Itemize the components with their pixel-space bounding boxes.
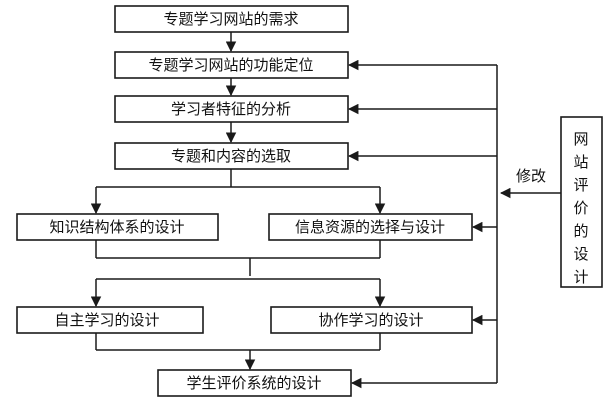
evaluation-char-5: 的	[573, 222, 588, 240]
box-topic-content-selection: 专题和内容的选取	[114, 142, 349, 170]
box-learner-analysis: 学习者特征的分析	[114, 95, 349, 123]
box-self-study-design-label: 自主学习的设计	[54, 311, 159, 329]
box-knowledge-structure-design-label: 知识结构体系的设计	[49, 218, 184, 236]
evaluation-char-7: 计	[573, 268, 588, 286]
feedback-loop	[347, 59, 561, 389]
evaluation-char-6: 设	[573, 245, 588, 263]
box-function-positioning-label: 专题学习网站的功能定位	[148, 56, 313, 74]
evaluation-char-1: 网	[573, 130, 588, 148]
box-student-evaluation-design-label: 学生评价系统的设计	[186, 374, 321, 392]
box-requirements-label: 专题学习网站的需求	[163, 10, 298, 28]
split-connector-lower	[90, 278, 386, 308]
evaluation-char-4: 价	[573, 199, 588, 217]
box-collaborative-study-design: 协作学习的设计	[270, 306, 473, 334]
box-student-evaluation-design: 学生评价系统的设计	[157, 369, 352, 397]
box-knowledge-structure-design: 知识结构体系的设计	[16, 213, 219, 241]
box-function-positioning: 专题学习网站的功能定位	[114, 51, 349, 79]
box-learner-analysis-label: 学习者特征的分析	[171, 100, 291, 118]
box-collaborative-study-design-label: 协作学习的设计	[318, 311, 423, 329]
box-info-resource-design-label: 信息资源的选择与设计	[295, 218, 445, 236]
evaluation-char-2: 站	[573, 153, 588, 171]
box-website-evaluation-design: 网 站 评 价 的 设 计	[560, 116, 603, 288]
merge-connector-middle	[95, 240, 381, 276]
evaluation-char-3: 评	[573, 176, 588, 194]
box-topic-content-selection-label: 专题和内容的选取	[171, 147, 291, 165]
box-info-resource-design: 信息资源的选择与设计	[268, 213, 473, 241]
feedback-label: 修改	[516, 167, 546, 185]
box-requirements: 专题学习网站的需求	[114, 5, 349, 33]
merge-connector-bottom	[95, 333, 381, 371]
split-connector-upper	[90, 169, 386, 215]
box-self-study-design: 自主学习的设计	[16, 306, 204, 334]
